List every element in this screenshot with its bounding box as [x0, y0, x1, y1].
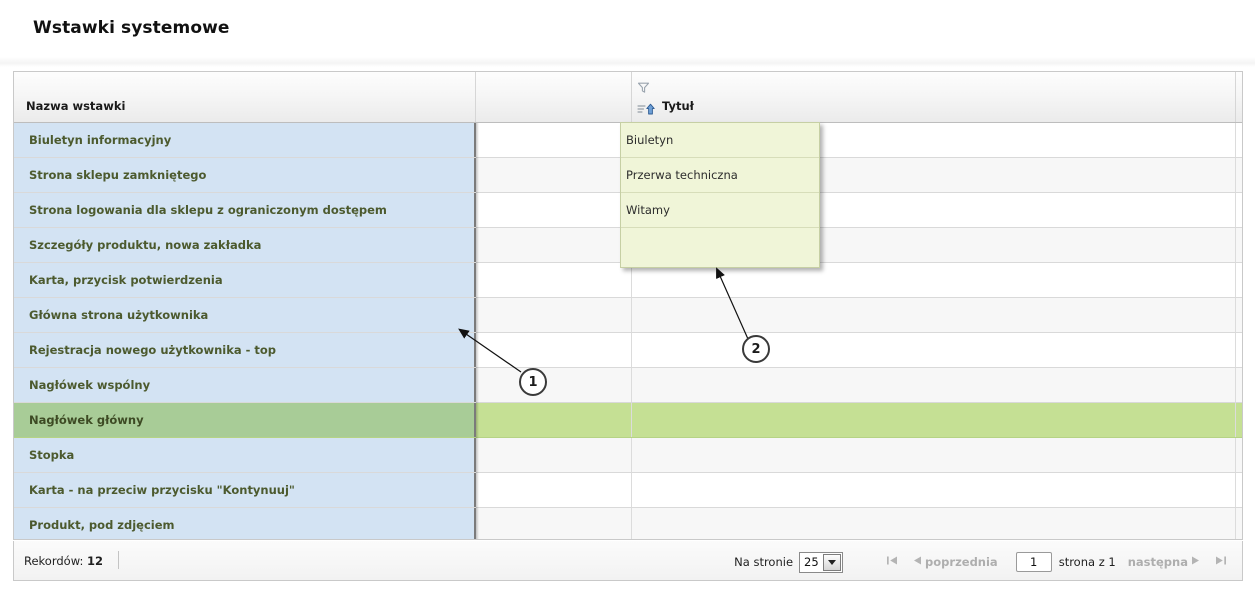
- record-count: Rekordów: 12: [24, 554, 103, 568]
- cell-blank[interactable]: [476, 333, 632, 367]
- table-row[interactable]: Nagłówek główny: [14, 403, 1242, 438]
- overlay-title-value[interactable]: [621, 228, 819, 263]
- table-row[interactable]: Główna strona użytkownika: [14, 298, 1242, 333]
- cell-title[interactable]: [632, 263, 1236, 297]
- next-page-label: następna: [1127, 555, 1188, 569]
- cell-blank[interactable]: [476, 123, 632, 157]
- cell-blank[interactable]: [476, 228, 632, 262]
- cell-title[interactable]: [632, 473, 1236, 507]
- footer-divider: [118, 551, 119, 569]
- page-size-select-wrapper[interactable]: 25: [799, 551, 844, 573]
- overlay-title-value[interactable]: Przerwa techniczna: [621, 158, 819, 193]
- table-row[interactable]: Produkt, pod zdjęciem: [14, 508, 1242, 539]
- prev-page-label: poprzednia: [925, 555, 998, 569]
- cell-title[interactable]: [632, 368, 1236, 402]
- table-row[interactable]: Nagłówek wspólny: [14, 368, 1242, 403]
- cell-name[interactable]: Strona sklepu zamkniętego: [14, 158, 476, 192]
- page-size-select[interactable]: 25: [799, 551, 844, 573]
- title-separator: [0, 57, 1255, 67]
- cell-blank[interactable]: [476, 158, 632, 192]
- table-row[interactable]: Rejestracja nowego użytkownika - top: [14, 333, 1242, 368]
- cell-blank[interactable]: [476, 438, 632, 472]
- cell-title[interactable]: [632, 193, 1236, 227]
- cell-pad: [1236, 193, 1242, 227]
- cell-blank[interactable]: [476, 508, 632, 539]
- cell-name[interactable]: Szczegóły produktu, nowa zakładka: [14, 228, 476, 262]
- cell-name[interactable]: Stopka: [14, 438, 476, 472]
- cell-title[interactable]: [632, 403, 1236, 437]
- cell-pad: [1236, 508, 1242, 539]
- column-header-title[interactable]: Tytuł: [632, 72, 1236, 122]
- overlay-title-value[interactable]: Biuletyn: [621, 123, 819, 158]
- cell-blank[interactable]: [476, 368, 632, 402]
- sort-asc-icon[interactable]: [637, 101, 656, 115]
- cell-pad: [1236, 228, 1242, 262]
- page-title: Wstawki systemowe: [33, 18, 230, 38]
- table-row[interactable]: Karta, przycisk potwierdzenia: [14, 263, 1242, 298]
- record-count-label: Rekordów:: [24, 554, 84, 568]
- cell-pad: [1236, 438, 1242, 472]
- next-page-button[interactable]: następna: [1128, 555, 1203, 569]
- cell-pad: [1236, 263, 1242, 297]
- cell-name[interactable]: Strona logowania dla sklepu z ograniczon…: [14, 193, 476, 227]
- last-page-icon: [1214, 555, 1227, 569]
- cell-title[interactable]: [632, 298, 1236, 332]
- cell-title[interactable]: [632, 508, 1236, 539]
- first-page-button[interactable]: [883, 555, 902, 569]
- cell-title[interactable]: [632, 228, 1236, 262]
- cell-title[interactable]: [632, 333, 1236, 367]
- prev-page-button[interactable]: poprzednia: [910, 555, 998, 569]
- cell-name[interactable]: Główna strona użytkownika: [14, 298, 476, 332]
- cell-blank[interactable]: [476, 263, 632, 297]
- last-page-button[interactable]: [1211, 555, 1230, 569]
- cell-name[interactable]: Karta - na przeciw przycisku "Kontynuuj": [14, 473, 476, 507]
- table-row[interactable]: Karta - na przeciw przycisku "Kontynuuj": [14, 473, 1242, 508]
- page-number-input[interactable]: [1015, 552, 1052, 572]
- record-count-value: 12: [87, 554, 104, 568]
- page-size-label: Na stronie: [734, 555, 794, 569]
- cell-name[interactable]: Biuletyn informacyjny: [14, 123, 476, 157]
- cell-pad: [1236, 368, 1242, 402]
- cell-name[interactable]: Nagłówek wspólny: [14, 368, 476, 402]
- column-header-name[interactable]: Nazwa wstawki: [14, 72, 476, 122]
- first-page-icon: [886, 555, 899, 569]
- cell-title[interactable]: [632, 438, 1236, 472]
- cell-pad: [1236, 158, 1242, 192]
- cell-title[interactable]: [632, 123, 1236, 157]
- cell-pad: [1236, 333, 1242, 367]
- cell-blank[interactable]: [476, 473, 632, 507]
- grid-header-row: Nazwa wstawki: [14, 72, 1242, 123]
- cell-pad: [1236, 403, 1242, 437]
- next-page-icon: [1191, 555, 1200, 569]
- column-header-name-label: Nazwa wstawki: [26, 99, 126, 113]
- column-header-blank[interactable]: [476, 72, 632, 122]
- pagination-controls: Na stronie 25: [734, 549, 1234, 575]
- column-header-title-label: Tytuł: [662, 99, 694, 113]
- cell-name[interactable]: Produkt, pod zdjęciem: [14, 508, 476, 539]
- table-row[interactable]: Stopka: [14, 438, 1242, 473]
- cell-name[interactable]: Rejestracja nowego użytkownika - top: [14, 333, 476, 367]
- overlay-title-value[interactable]: Witamy: [621, 193, 819, 228]
- cell-title[interactable]: [632, 158, 1236, 192]
- cell-pad: [1236, 473, 1242, 507]
- page-of-label: strona z 1: [1058, 555, 1116, 569]
- cell-blank[interactable]: [476, 298, 632, 332]
- prev-page-icon: [913, 555, 922, 569]
- cell-pad: [1236, 298, 1242, 332]
- filter-icon[interactable]: [637, 79, 650, 93]
- cell-blank[interactable]: [476, 403, 632, 437]
- column-header-pad: [1236, 72, 1243, 122]
- cell-pad: [1236, 123, 1242, 157]
- grid-footer: Rekordów: 12 Na stronie 25: [13, 541, 1243, 581]
- cell-name[interactable]: Karta, przycisk potwierdzenia: [14, 263, 476, 297]
- cell-name[interactable]: Nagłówek główny: [14, 403, 476, 437]
- cell-blank[interactable]: [476, 193, 632, 227]
